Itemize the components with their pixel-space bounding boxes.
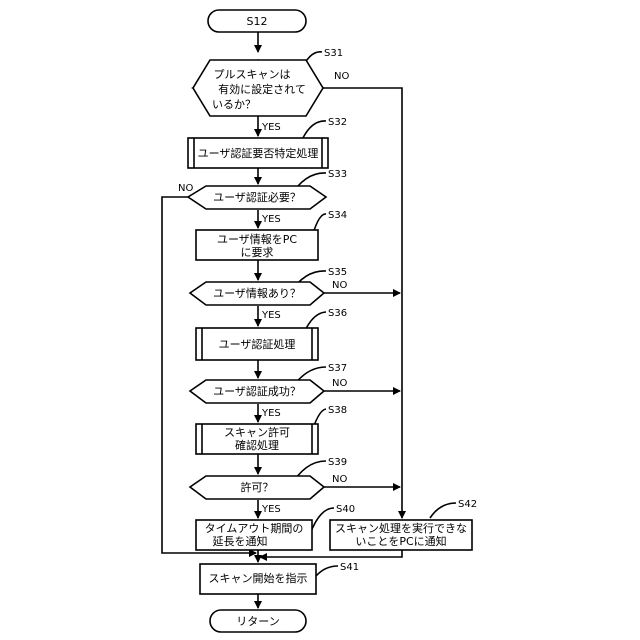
- s36-id: S36: [328, 308, 347, 319]
- s35-no: NO: [332, 280, 347, 291]
- s34-text-2: に要求: [241, 246, 274, 259]
- s31-text-1: プルスキャンは: [214, 68, 291, 81]
- end-label: リターン: [236, 615, 279, 628]
- s37-text: ユーザ認証成功？: [213, 384, 301, 398]
- s37-yes: YES: [261, 408, 281, 419]
- s31-text-2: 有効に設定されて: [218, 82, 306, 96]
- s37-id: S37: [328, 363, 347, 374]
- s41-id: S41: [340, 562, 359, 573]
- s32-text: ユーザ認証要否特定処理: [198, 146, 319, 160]
- s37-no: NO: [332, 378, 347, 389]
- s35-yes: YES: [261, 310, 281, 321]
- s38-text-2: 確認処理: [235, 438, 279, 452]
- s39-id: S39: [328, 457, 347, 468]
- s40-id: S40: [336, 504, 355, 515]
- s38-text-1: スキャン許可: [224, 426, 290, 439]
- s33-no: NO: [178, 183, 193, 194]
- s39-text: 許可？: [241, 481, 274, 494]
- s41-text: スキャン開始を指示: [209, 571, 308, 585]
- s40-text-1: タイムアウト期間の: [205, 522, 304, 535]
- labels: S12 プルスキャンは 有効に設定されて いるか？ ユーザ認証要否特定処理 ユー…: [178, 15, 477, 628]
- s35-text: ユーザ情報あり？: [213, 287, 301, 300]
- s38-id: S38: [328, 405, 347, 416]
- s33-yes: YES: [261, 214, 281, 225]
- s31-text-3: いるか？: [212, 98, 256, 111]
- s31-id: S31: [324, 48, 343, 59]
- s36-text: ユーザ認証処理: [219, 337, 296, 351]
- s42-text-2: いことをPCに通知: [355, 534, 446, 548]
- start-label: S12: [247, 15, 268, 28]
- s39-no: NO: [332, 474, 347, 485]
- s42-text-1: スキャン処理を実行できな: [335, 521, 467, 535]
- s34-id: S34: [328, 210, 347, 221]
- s33-id: S33: [328, 169, 347, 180]
- s35-id: S35: [328, 267, 347, 278]
- s31-no: NO: [334, 71, 349, 82]
- s42-id: S42: [458, 499, 477, 510]
- s34-text-1: ユーザ情報をPC: [217, 233, 297, 246]
- s31-yes: YES: [261, 122, 281, 133]
- s33-text: ユーザ認証必要？: [213, 190, 301, 204]
- s40-text-2: 延長を通知: [213, 534, 268, 548]
- s32-id: S32: [328, 117, 347, 128]
- s39-yes: YES: [261, 504, 281, 515]
